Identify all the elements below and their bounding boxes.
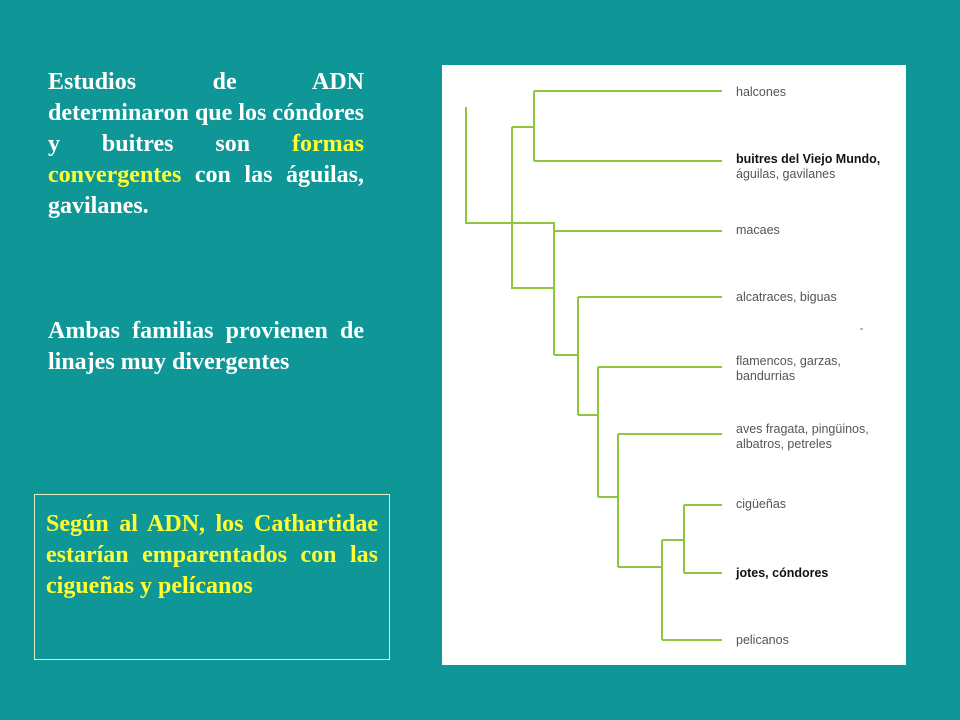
branch-fragata-node <box>598 433 722 567</box>
leaf-fragata: aves fragata, pingüinos,albatros, petrel… <box>736 422 869 452</box>
branch-root <box>465 107 512 224</box>
conclusion-box: Según al ADN, los Cathartidae estarían e… <box>34 494 390 660</box>
branch-clade-b <box>511 222 555 289</box>
leaf-fragata-line2: albatros, petreles <box>736 437 832 451</box>
branch-halcones-buitres <box>512 90 722 162</box>
scan-speck <box>860 328 863 330</box>
branch-flamencos-node <box>578 366 722 497</box>
leaf-buitres-line2: águilas, gavilanes <box>736 167 836 181</box>
lineage-paragraph: Ambas familias provienen de linajes muy … <box>48 318 364 375</box>
leaf-flamencos-line2: bandurrias <box>736 369 796 383</box>
leaf-pelicanos: pelicanos <box>736 633 789 647</box>
branch-macaes <box>553 230 722 355</box>
leaf-macaes: macaes <box>736 223 780 237</box>
leaf-buitres: buitres del Viejo Mundo,águilas, gavilan… <box>736 152 880 182</box>
branch-cigu-jotes-node <box>662 504 722 574</box>
leaf-flamencos: flamencos, garzas,bandurrias <box>736 354 841 384</box>
intro-highlight: formas convergentes <box>48 131 364 188</box>
leaf-fragata-line1: aves fragata, pingüinos, <box>736 422 869 436</box>
leaf-flamencos-line1: flamencos, garzas, <box>736 354 841 368</box>
leaf-alcatraces: alcatraces, biguas <box>736 290 837 304</box>
intro-text-start: Estudios de ADN determinaron que los cón… <box>48 69 364 157</box>
leaf-jotes: jotes, cóndores <box>736 566 829 580</box>
intro-paragraph: Estudios de ADN determinaron que los cón… <box>48 67 364 222</box>
intro-text-end: con las águilas, gavilanes. <box>48 162 364 219</box>
leaf-halcones: halcones <box>736 85 787 99</box>
leaf-ciguenas: cigüeñas <box>736 497 787 511</box>
tree-branches <box>465 90 863 641</box>
phylogenetic-tree-panel: halcones buitres del Viejo Mundo,águilas… <box>442 65 906 665</box>
branch-pelican-node <box>618 540 722 641</box>
leaf-buitres-line1: buitres del Viejo Mundo, <box>736 152 881 166</box>
branch-alcatraces-node <box>554 296 722 415</box>
